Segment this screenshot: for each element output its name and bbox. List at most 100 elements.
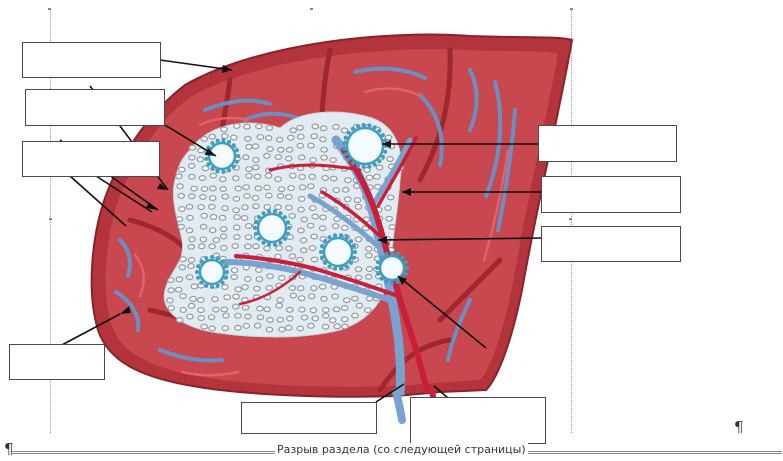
acinus-cell [347,131,351,135]
hepatocyte [366,246,372,251]
paragraph-mark: ¶ [734,418,744,436]
hepatocyte [253,158,259,163]
acinus-cell [273,243,277,247]
hepatocyte [330,318,336,323]
hepatocyte [388,195,394,200]
hepatocyte [209,244,215,249]
hepatocyte [308,184,314,189]
acinus-cell [377,159,381,163]
hepatocyte [256,268,262,273]
acinus-cell [283,215,287,219]
hepatocyte [244,194,250,199]
hepatocyte [308,323,314,328]
acinus-cell [396,280,400,284]
hepatocyte [297,257,303,262]
pointer-line [160,60,232,70]
label-box-lobe-vessels[interactable] [22,141,160,177]
hepatocyte [286,246,292,251]
hepatocyte [277,317,283,322]
hepatocyte [178,224,184,229]
hepatocyte [356,303,362,308]
hepatocyte [299,185,305,190]
hepatocyte [264,205,270,210]
acinus-cell [320,256,324,260]
acinus-lumen [380,256,404,280]
hepatocyte [178,193,184,198]
hepatocyte [231,135,237,140]
hepatocyte [264,153,270,158]
hepatocyte [168,306,174,311]
acinus-cell [235,148,239,152]
hepatocyte [233,196,239,201]
acinus-cell [262,211,266,215]
acinus [195,255,229,289]
hepatocyte [243,155,249,160]
hepatocyte [299,175,305,180]
acinus-cell [347,157,351,161]
label-box-artery[interactable] [410,397,546,444]
label-box-acinus-left[interactable] [25,89,165,126]
acinus-cell [262,241,266,245]
label-box-vein[interactable] [241,402,377,434]
hepatocyte [354,198,360,203]
acinus-lumen [347,128,383,164]
hepatocyte [234,124,240,129]
hepatocyte [278,187,284,192]
hepatocyte [201,136,207,141]
acinus-cell [396,252,400,256]
hepatocyte [311,257,317,262]
hepatocyte [257,135,263,140]
acinus-cell [253,226,257,230]
hepatocyte [188,303,194,308]
label-box-lobe-tissue[interactable] [9,344,105,380]
hepatocyte [267,274,273,279]
hepatocyte [301,315,307,320]
hepatocyte [332,224,338,229]
hepatocyte [301,217,307,222]
acinus-cell [222,170,226,174]
hepatocyte [279,276,285,281]
hepatocyte [252,144,258,149]
hepatocyte [299,307,305,312]
hepatocyte [266,126,272,131]
acinus-lumen [324,238,352,266]
acinus-cell [320,244,324,248]
hepatocyte [219,215,225,220]
acinus-cell [376,272,380,276]
hepatocyte [342,226,348,231]
hepatocyte [221,307,227,312]
hepatocyte [285,156,291,161]
acinus-cell [345,265,349,269]
hepatocyte [342,317,348,322]
hepatocyte [310,206,316,211]
label-box-acinus-right[interactable] [538,125,677,162]
hepatocyte [321,296,327,301]
hepatocyte [168,288,174,293]
acinus-cell [351,127,355,131]
hepatocyte [253,165,259,170]
hepatocyte [201,187,207,192]
acinus-cell [356,124,360,128]
acinus-lumen [209,143,235,169]
hepatocyte [176,277,182,282]
acinus-cell [225,270,229,274]
label-box-cells[interactable] [541,176,681,213]
hepatocyte [222,194,228,199]
acinus-cell [279,211,283,215]
hepatocyte [375,184,381,189]
hepatocyte [264,307,270,312]
label-box-branch[interactable] [541,226,681,262]
label-box-capsule[interactable] [22,42,161,78]
acinus-cell [221,281,225,285]
hepatocyte [310,308,316,313]
hepatocyte [352,296,358,301]
hepatocyte [297,143,303,148]
hepatocyte [321,147,327,152]
acinus-cell [339,233,343,237]
hepatocyte [245,277,251,282]
hepatocyte [286,147,292,152]
hepatocyte [231,275,237,280]
hepatocyte [213,307,219,312]
hepatocyte [235,313,241,318]
hepatocyte [330,176,336,181]
